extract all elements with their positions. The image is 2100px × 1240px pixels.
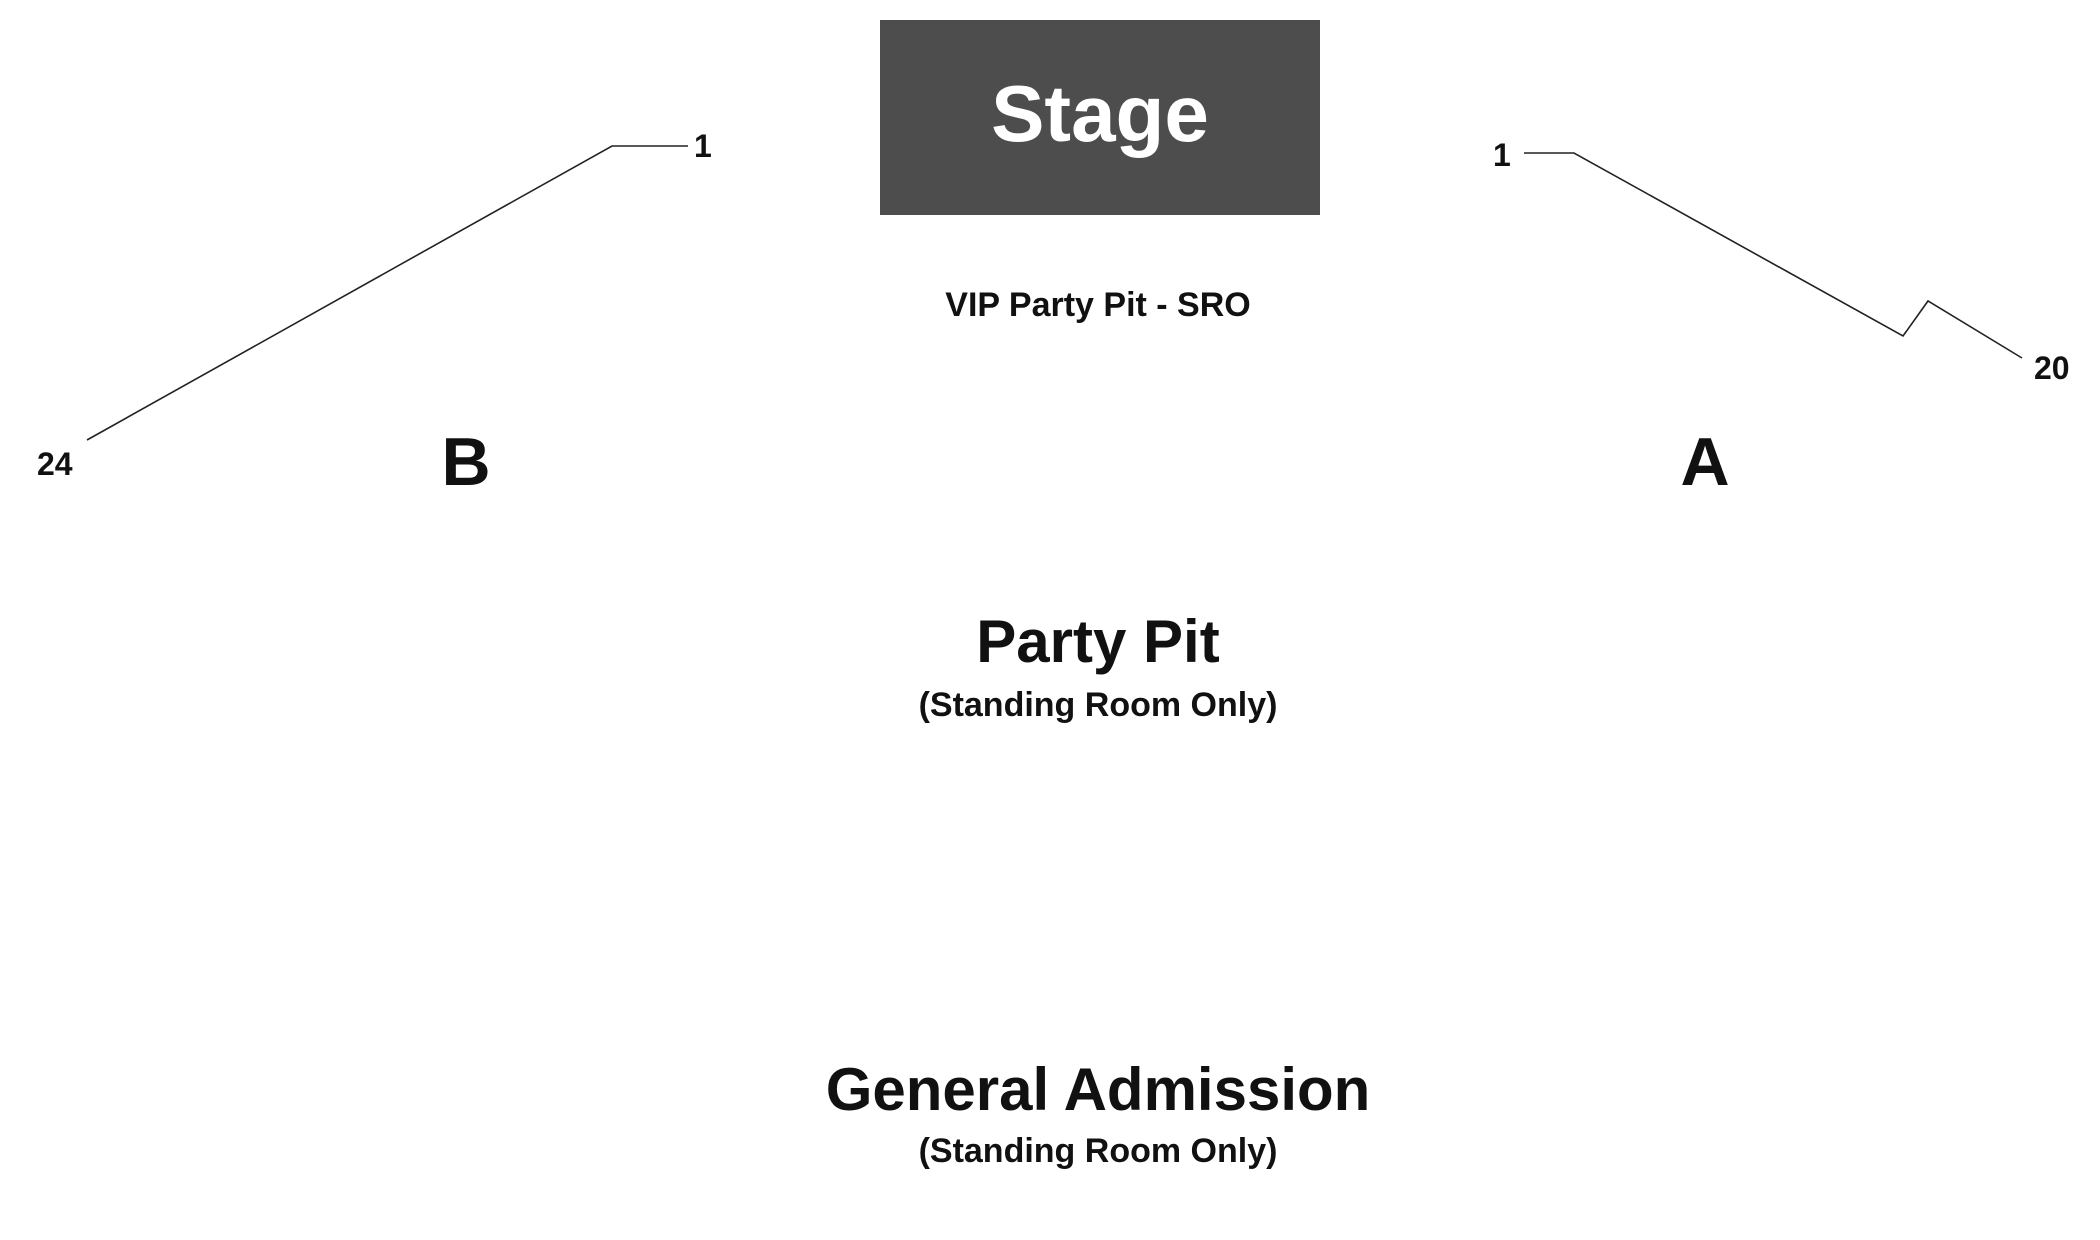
section-b-row-last: 24 <box>37 446 73 482</box>
section-a-row-last: 20 <box>2034 350 2070 386</box>
party-pit-subtitle: (Standing Room Only) <box>918 686 1278 724</box>
stage-label: Stage <box>991 68 1209 158</box>
vip-party-pit-label: VIP Party Pit - SRO <box>945 286 1251 324</box>
section-b-row-line <box>86 145 688 441</box>
section-b-label[interactable]: B <box>441 424 491 500</box>
general-admission-subtitle: (Standing Room Only) <box>918 1132 1278 1170</box>
section-b-row-first: 1 <box>694 128 712 164</box>
party-pit-title[interactable]: Party Pit <box>976 608 1220 675</box>
section-a-row-first: 1 <box>1493 137 1511 173</box>
stage: Stage <box>880 20 1320 215</box>
section-a-row-line <box>1524 152 2023 359</box>
section-a-label[interactable]: A <box>1680 424 1730 500</box>
general-admission-title[interactable]: General Admission <box>825 1056 1371 1123</box>
